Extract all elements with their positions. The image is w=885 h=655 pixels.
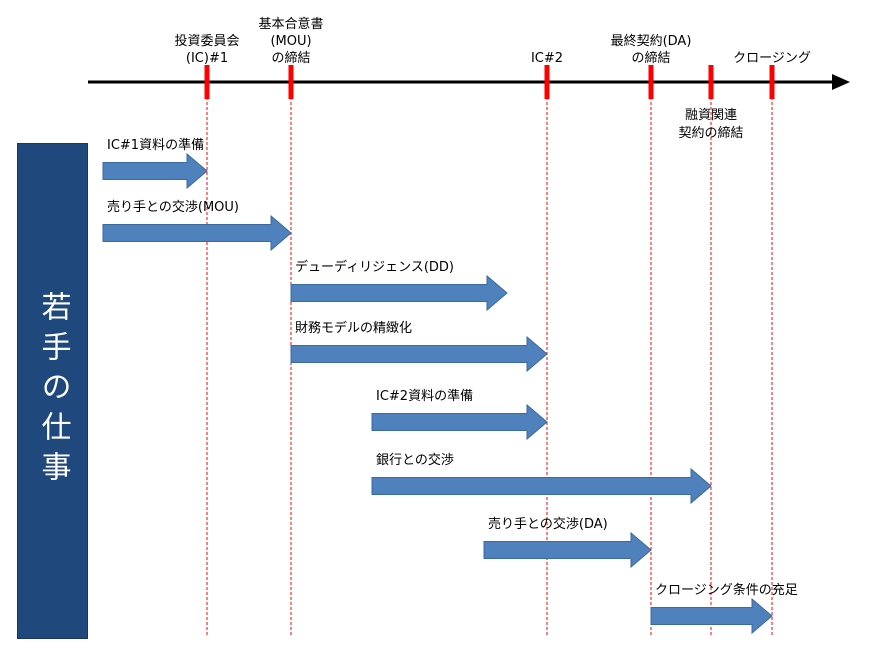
task-label-6: 銀行との交渉 <box>376 452 454 468</box>
task-label-1: IC#1資料の準備 <box>107 137 204 153</box>
task-arrow-1 <box>102 152 208 190</box>
milestone-label-finance: 融資関連 <box>685 108 737 123</box>
task-arrow-2 <box>102 214 292 252</box>
task-arrow-7 <box>483 531 652 569</box>
milestone-tick-finance <box>708 65 714 99</box>
milestone-label-closing: クロージング <box>733 51 811 66</box>
milestone-label-ic2: IC#2 <box>531 51 563 66</box>
milestone-label-ic1: 投資委員会 <box>174 33 239 49</box>
task-arrow-6 <box>371 467 712 505</box>
timeline-axis-arrowhead <box>832 74 850 90</box>
milestone-label-mou: (MOU) <box>270 34 311 49</box>
task-label-5: IC#2資料の準備 <box>376 388 473 404</box>
milestone-label-da: 最終契約(DA) <box>611 33 692 49</box>
milestone-tick-ic1 <box>204 65 210 99</box>
milestone-tick-da <box>648 65 654 99</box>
task-label-7: 売り手との交渉(DA) <box>488 516 608 532</box>
milestone-tick-mou <box>288 65 294 99</box>
milestone-label-mou: 基本合意書 <box>258 16 323 32</box>
task-arrow-3 <box>290 274 508 312</box>
milestone-label-mou: の締結 <box>271 50 310 66</box>
task-label-3: デューディリジェンス(DD) <box>295 259 454 275</box>
milestone-tick-closing <box>769 65 775 99</box>
task-label-4: 財務モデルの精緻化 <box>295 320 412 336</box>
task-arrow-4 <box>290 335 548 373</box>
milestone-tick-ic2 <box>544 65 550 99</box>
milestone-label-ic1: (IC)#1 <box>186 51 228 66</box>
task-arrow-5 <box>371 403 548 441</box>
task-arrow-8 <box>650 597 773 635</box>
milestone-label-finance: 契約の締結 <box>678 125 743 141</box>
side-label-box: 若手の仕事 <box>17 143 88 639</box>
milestone-label-da: の締結 <box>631 50 670 66</box>
side-label: 若手の仕事 <box>35 291 71 491</box>
task-label-8: クロージング条件の充足 <box>655 582 798 598</box>
task-label-2: 売り手との交渉(MOU) <box>107 199 239 215</box>
